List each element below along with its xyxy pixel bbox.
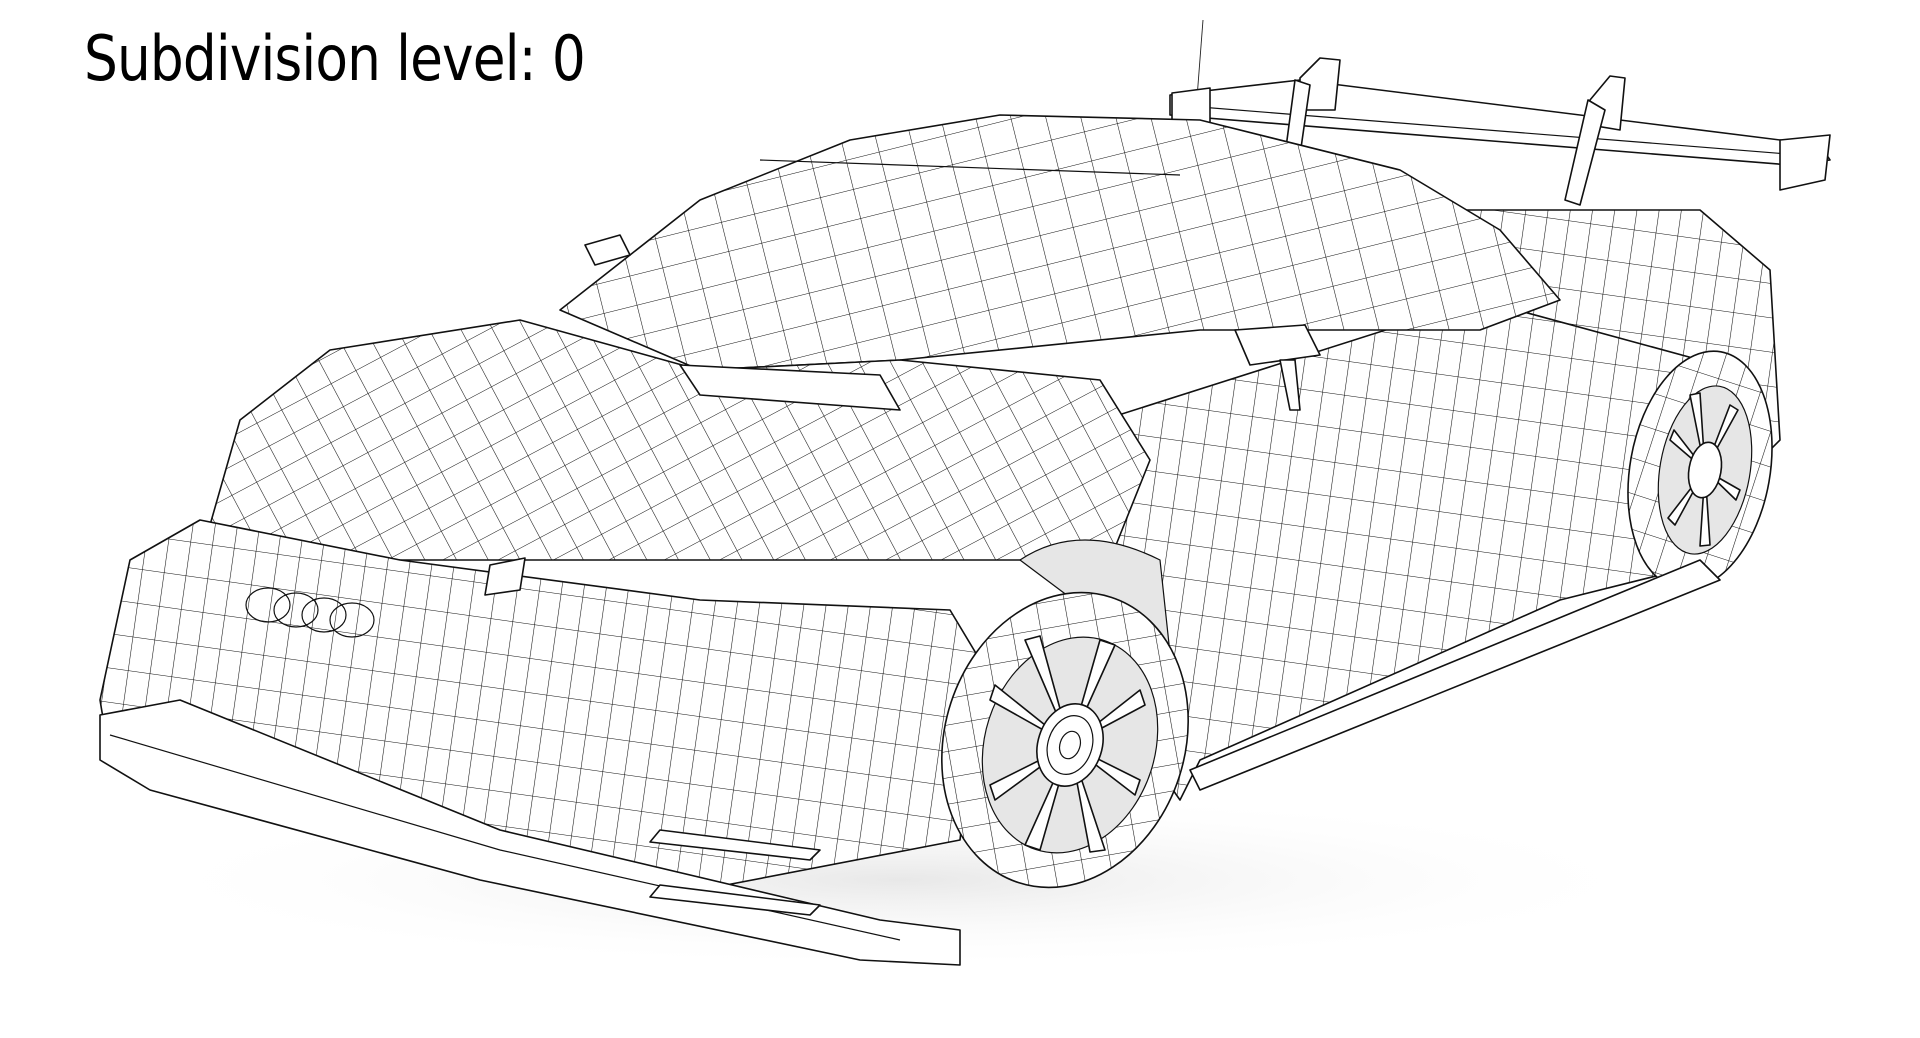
subdivision-level-caption: Subdivision level: 0 xyxy=(84,22,586,95)
front-wheel xyxy=(941,591,1189,889)
car-body xyxy=(99,114,1781,966)
side-skirt xyxy=(1189,559,1721,791)
rear-wheel xyxy=(1627,350,1773,590)
rings-logo xyxy=(245,587,375,638)
